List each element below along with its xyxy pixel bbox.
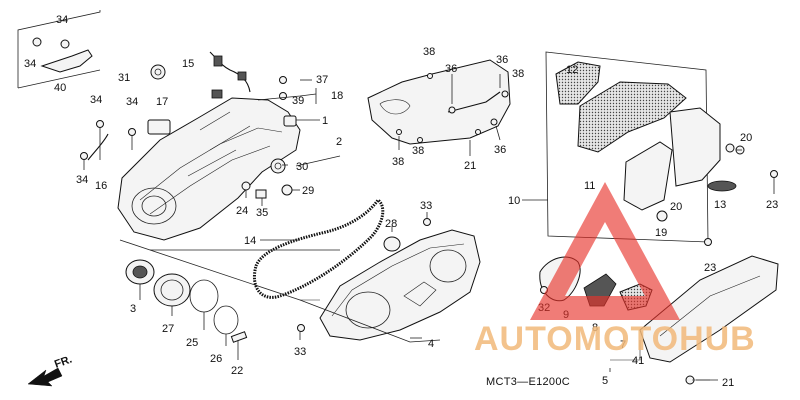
callout-25: 25 [186,337,198,349]
callout-33: 33 [420,200,432,212]
callout-34: 34 [56,14,68,26]
front-label: FR. [53,353,74,370]
watermark-text: AUTOMOTOHUB [474,320,756,358]
left-cover-assembly [80,51,301,241]
callout-31: 31 [118,72,130,84]
callout-34: 34 [90,94,102,106]
callout-27: 27 [162,323,174,335]
callout-40: 40 [54,82,66,94]
callout-37: 37 [316,74,328,86]
callout-15: 15 [182,58,194,70]
front-arrow: FR. [27,353,74,387]
callout-20: 20 [670,201,682,213]
callout-23: 23 [766,199,778,211]
callout-8: 8 [592,322,598,334]
callout-10: 10 [508,195,520,207]
callout-5: 5 [602,375,608,387]
diagram-code: MCT3—E1200C [486,376,570,388]
callout-3: 3 [130,303,136,315]
callout-23: 23 [704,262,716,274]
callout-16: 16 [95,180,107,192]
bracket-group [17,10,101,89]
callout-35: 35 [256,207,268,219]
callout-19: 19 [655,227,667,239]
callout-4: 4 [428,338,434,350]
middle-cover [297,218,481,341]
callout-17: 17 [156,96,168,108]
callout-30: 30 [296,161,308,173]
callout-29: 29 [302,185,314,197]
callout-13: 13 [714,199,726,211]
callout-39: 39 [292,95,304,107]
callout-38: 38 [512,68,524,80]
callout-36: 36 [494,144,506,156]
callout-36: 36 [445,63,457,75]
callout-12: 12 [566,64,578,76]
callout-20: 20 [740,132,752,144]
leader-lines [83,74,775,381]
callout-21: 21 [464,160,476,172]
gasket-plate [367,59,511,145]
callout-38: 38 [423,46,435,58]
air-cleaner-box [545,51,778,246]
callout-28: 28 [385,218,397,230]
clutch-parts [125,259,248,343]
callout-18: 18 [331,90,343,102]
callout-36: 36 [496,54,508,66]
callout-24: 24 [236,205,248,217]
callout-34: 34 [24,58,36,70]
watermark: AUTOMOTOHUB [474,182,756,358]
callout-7: 7 [620,339,626,351]
callout-38: 38 [412,145,424,157]
callout-34: 34 [126,96,138,108]
callout-22: 22 [231,365,243,377]
callout-14: 14 [244,235,256,247]
callout-11: 11 [584,180,595,192]
callout-21: 21 [722,377,734,389]
watermark-logo-icon [530,182,680,320]
callout-41: 41 [632,355,644,367]
callout-2: 2 [336,136,342,148]
callout-33: 33 [294,346,306,358]
callout-34: 34 [76,174,88,186]
callout-26: 26 [210,353,222,365]
callout-1: 1 [322,115,328,127]
callout-38: 38 [392,156,404,168]
